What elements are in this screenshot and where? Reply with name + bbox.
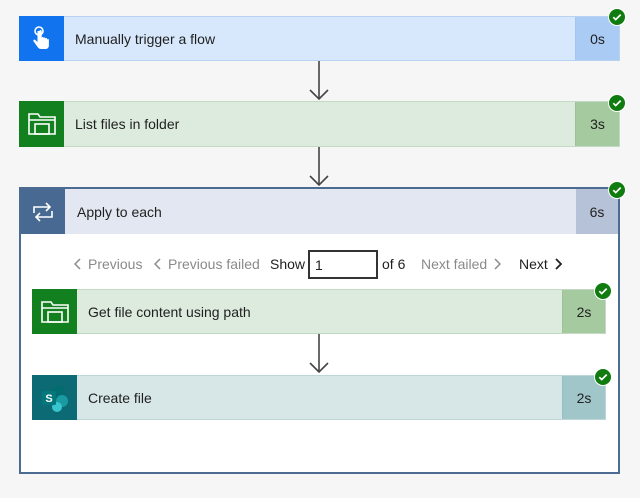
loop-icon: [33, 201, 53, 222]
trigger-step-card[interactable]: Manually trigger a flow 0s: [19, 16, 620, 61]
previous-failed-button[interactable]: Previous failed: [154, 249, 260, 279]
get-file-content-step-card[interactable]: Get file content using path 2s: [32, 289, 606, 334]
iteration-pager: Previous Previous failed Show of 6 Next …: [21, 249, 618, 279]
chevron-left-icon: [74, 258, 81, 270]
next-failed-button[interactable]: Next failed: [421, 249, 502, 279]
list-files-step-title: List files in folder: [75, 116, 180, 132]
hand-touch-icon: [32, 25, 49, 49]
iteration-number-input[interactable]: [308, 250, 378, 279]
iteration-total: of 6: [382, 256, 406, 272]
connector-arrow: [309, 61, 329, 101]
previous-button[interactable]: Previous: [74, 249, 142, 279]
show-label: Show: [270, 256, 306, 272]
list-files-step-card[interactable]: List files in folder 3s: [19, 101, 620, 147]
success-check-icon: [608, 94, 626, 112]
next-failed-label: Next failed: [421, 256, 488, 272]
folder-icon: [40, 300, 69, 323]
trigger-step-title: Manually trigger a flow: [75, 30, 216, 47]
apply-to-each-icon-box: [21, 189, 65, 234]
create-file-step-title: Create file: [88, 389, 152, 406]
folder-icon: [27, 113, 56, 135]
create-file-step-card[interactable]: S Create file 2s: [32, 375, 606, 420]
trigger-step-duration: 0s: [575, 17, 619, 60]
create-file-icon-box: S: [32, 375, 77, 420]
success-check-icon: [608, 8, 626, 26]
chevron-left-icon: [154, 258, 161, 270]
connector-arrow: [309, 147, 329, 187]
chevron-right-icon: [494, 258, 502, 270]
apply-to-each-title: Apply to each: [77, 203, 162, 220]
svg-text:S: S: [45, 393, 52, 405]
success-check-icon: [594, 368, 612, 386]
list-files-icon-box: [19, 101, 64, 147]
get-file-content-step-title: Get file content using path: [88, 303, 251, 320]
connector-arrow: [309, 334, 329, 374]
next-button[interactable]: Next: [519, 249, 562, 279]
chevron-right-icon: [555, 258, 562, 270]
success-check-icon: [594, 282, 612, 300]
sharepoint-icon: S: [41, 385, 68, 412]
get-file-content-icon-box: [32, 289, 77, 334]
trigger-icon-box: [19, 16, 64, 61]
previous-label: Previous: [88, 256, 143, 272]
list-files-step-duration: 3s: [575, 102, 619, 146]
success-check-icon: [608, 181, 626, 199]
apply-to-each-header[interactable]: Apply to each 6s: [21, 189, 618, 234]
previous-failed-label: Previous failed: [168, 256, 260, 272]
next-label: Next: [519, 256, 548, 272]
